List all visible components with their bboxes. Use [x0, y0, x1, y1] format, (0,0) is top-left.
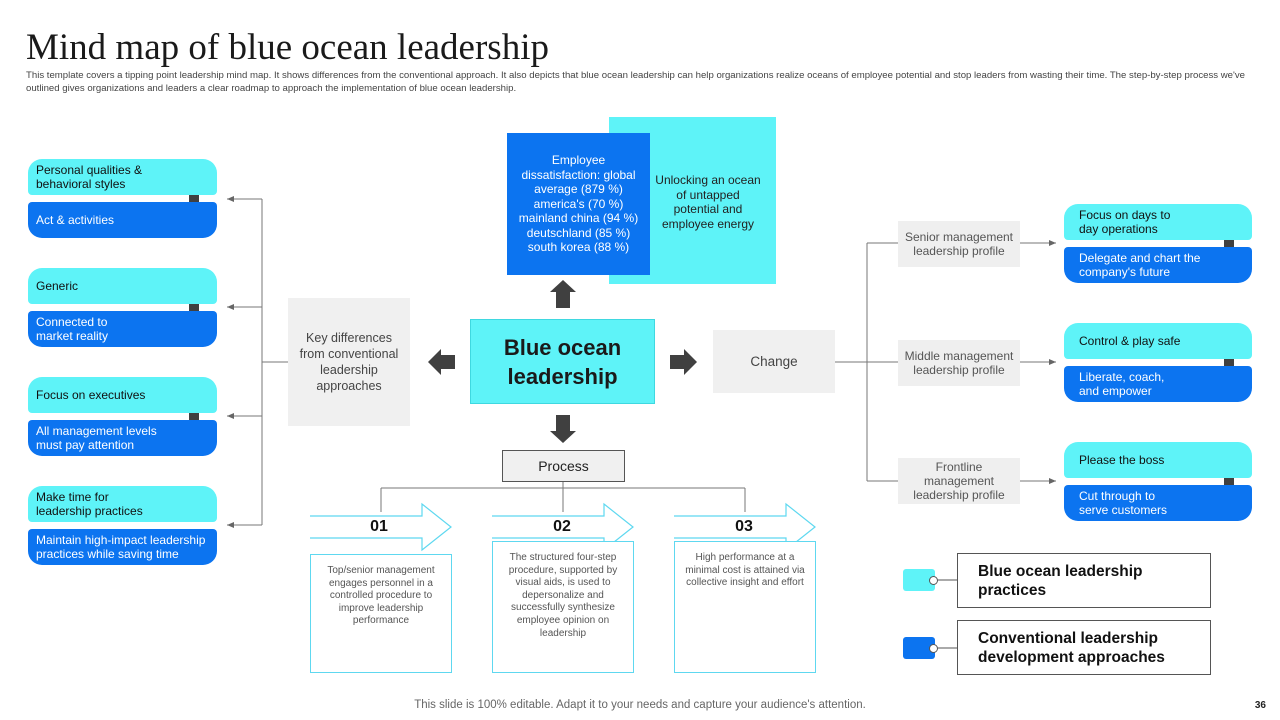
arrow-right-icon	[670, 349, 697, 375]
right-dark-pill-1[interactable]: Delegate and chart the company's future	[1064, 247, 1252, 283]
step-box-1: Top/senior management engages personnel …	[310, 554, 452, 673]
change-box[interactable]: Change	[713, 330, 835, 393]
step-box-2: The structured four-step procedure, supp…	[492, 541, 634, 673]
left-dark-pill-2[interactable]: Connected to market reality	[28, 311, 217, 347]
step-box-3: High performance at a minimal cost is at…	[674, 541, 816, 673]
center-label: Blue ocean leadership	[503, 334, 622, 389]
pill-label: Cut through to serve customers	[1079, 489, 1168, 517]
profile-label: Frontline management leadership profile	[913, 460, 1005, 502]
pill-label: Act & activities	[36, 213, 115, 227]
page-subtitle: This template covers a tipping point lea…	[26, 70, 1245, 94]
center-node[interactable]: Blue ocean leadership	[470, 319, 655, 404]
legend-swatch-light	[903, 569, 935, 591]
step-chevrons	[310, 502, 816, 552]
process-label: Process	[538, 458, 589, 474]
pill-label: Maintain high-impact leadership practice…	[36, 533, 206, 561]
left-dark-pill-4[interactable]: Maintain high-impact leadership practice…	[28, 529, 217, 565]
right-dark-pill-2[interactable]: Liberate, coach, and empower	[1064, 366, 1252, 402]
arrow-up-icon	[550, 280, 576, 308]
profile-senior[interactable]: Senior management leadership profile	[898, 221, 1020, 267]
legend-swatch-dark	[903, 637, 935, 659]
right-bracket	[835, 240, 1056, 484]
pill-label: Focus on days to day operations	[1079, 208, 1171, 236]
legend-dot-light	[929, 576, 938, 585]
footer-note: This slide is 100% editable. Adapt it to…	[414, 699, 866, 711]
pill-label: Personal qualities & behavioral styles	[36, 163, 143, 191]
left-light-pill-1[interactable]: Personal qualities & behavioral styles	[28, 159, 217, 195]
center-arrows	[428, 280, 697, 443]
arrow-left-icon	[428, 349, 455, 375]
left-dark-pill-3[interactable]: All management levels must pay attention	[28, 420, 217, 456]
stat-box: Employee dissatisfaction: global average…	[507, 133, 650, 275]
left-bracket	[227, 196, 288, 528]
key-differences-label: Key differences from conventional leader…	[299, 331, 399, 393]
page-title: Mind map of blue ocean leadership	[26, 27, 549, 68]
pill-label: Make time for leadership practices	[36, 490, 143, 518]
pill-label: Control & play safe	[1079, 334, 1181, 348]
stat-text: Employee dissatisfaction: global average…	[518, 153, 639, 255]
pill-label: Please the boss	[1079, 453, 1165, 467]
arrow-down-icon	[550, 415, 576, 443]
unlock-text: Unlocking an ocean of untapped potential…	[655, 173, 761, 231]
right-dark-pill-3[interactable]: Cut through to serve customers	[1064, 485, 1252, 521]
pill-label: All management levels must pay attention	[36, 424, 157, 452]
right-light-pill-2[interactable]: Control & play safe	[1064, 323, 1252, 359]
step-number-3: 03	[735, 518, 753, 535]
step-text-2: The structured four-step procedure, supp…	[508, 552, 618, 639]
legend-label: Conventional leadership development appr…	[978, 630, 1165, 666]
profile-frontline[interactable]: Frontline management leadership profile	[898, 458, 1020, 504]
right-light-pill-3[interactable]: Please the boss	[1064, 442, 1252, 478]
pill-label: Delegate and chart the company's future	[1079, 251, 1201, 279]
pill-label: Liberate, coach, and empower	[1079, 370, 1165, 398]
profile-label: Middle management leadership profile	[904, 349, 1014, 377]
step-number-2: 02	[553, 518, 571, 535]
legend-dot-dark	[929, 644, 938, 653]
profile-middle[interactable]: Middle management leadership profile	[898, 340, 1020, 386]
profile-label: Senior management leadership profile	[904, 230, 1014, 258]
pill-label: Focus on executives	[36, 388, 146, 402]
legend-connectors	[938, 579, 957, 649]
left-light-pill-3[interactable]: Focus on executives	[28, 377, 217, 413]
left-light-pill-4[interactable]: Make time for leadership practices	[28, 486, 217, 522]
left-light-pill-2[interactable]: Generic	[28, 268, 217, 304]
right-light-pill-1[interactable]: Focus on days to day operations	[1064, 204, 1252, 240]
left-dark-pill-1[interactable]: Act & activities	[28, 202, 217, 238]
key-differences-box[interactable]: Key differences from conventional leader…	[288, 298, 410, 426]
pill-label: Connected to market reality	[36, 315, 109, 343]
step-text-3: High performance at a minimal cost is at…	[685, 552, 805, 589]
step-text-1: Top/senior management engages personnel …	[327, 565, 435, 627]
process-box[interactable]: Process	[502, 450, 625, 482]
legend-label: Blue ocean leadership practices	[978, 563, 1143, 599]
page-number: 36	[1254, 700, 1266, 711]
step-number-1: 01	[370, 518, 388, 535]
change-label: Change	[750, 353, 798, 369]
legend-item-blue-ocean: Blue ocean leadership practices	[957, 553, 1211, 608]
process-bracket	[380, 482, 746, 512]
pill-label: Generic	[36, 279, 79, 293]
legend-item-conventional: Conventional leadership development appr…	[957, 620, 1211, 675]
